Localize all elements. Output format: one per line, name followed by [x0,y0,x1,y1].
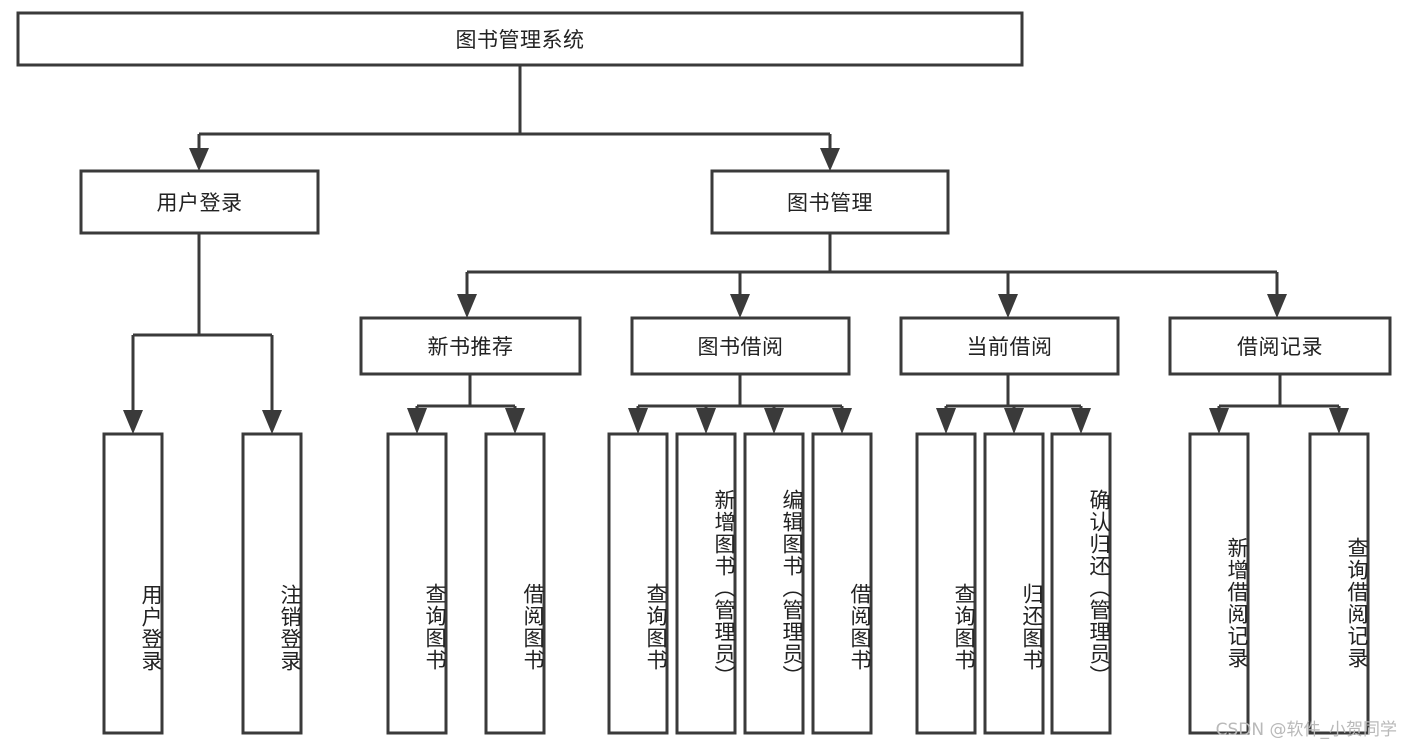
node-box-leaf13[interactable] [1308,432,1370,735]
arrowhead-leaf12 [1209,408,1229,434]
arrowhead-login [189,148,209,171]
node-box-leaf10[interactable] [983,432,1045,735]
node-box-leaf12[interactable] [1188,432,1250,735]
node-box-records[interactable] [1168,316,1392,376]
node-box-login[interactable] [79,169,320,235]
arrowhead-bookmgmt [820,148,840,171]
node-box-leaf11[interactable] [1050,432,1112,735]
node-box-root[interactable] [16,11,1024,67]
arrowhead-records [1267,294,1287,318]
node-box-leaf5[interactable] [607,432,669,735]
node-box-leaf8[interactable] [811,432,873,735]
arrowhead-leaf10 [1004,408,1024,434]
arrowhead-leaf3 [407,408,427,434]
arrowhead-leaf6 [696,408,716,434]
arrowhead-leaf11 [1071,408,1091,434]
arrowhead-leaf13 [1329,408,1349,434]
arrowhead-leaf7 [764,408,784,434]
node-box-leaf9[interactable] [915,432,977,735]
node-box-newbook[interactable] [359,316,582,376]
arrowhead-borrow [730,294,750,318]
arrowhead-leaf1 [123,410,143,434]
node-box-leaf2[interactable] [241,432,303,735]
arrowhead-leaf2 [262,410,282,434]
node-box-leaf6[interactable] [675,432,737,735]
node-box-leaf7[interactable] [743,432,805,735]
arrowhead-leaf5 [628,408,648,434]
arrowhead-leaf9 [936,408,956,434]
arrowhead-leaf4 [505,408,525,434]
csdn-watermark: CSDN @软件_小贺同学 [1215,720,1397,740]
arrowhead-current [998,294,1018,318]
node-box-leaf3[interactable] [386,432,448,735]
node-box-borrow[interactable] [630,316,851,376]
arrowhead-newbook [457,294,477,318]
node-box-current[interactable] [899,316,1120,376]
node-box-leaf4[interactable] [484,432,546,735]
node-box-leaf1[interactable] [102,432,164,735]
node-box-bookmgmt[interactable] [710,169,950,235]
arrowhead-leaf8 [832,408,852,434]
